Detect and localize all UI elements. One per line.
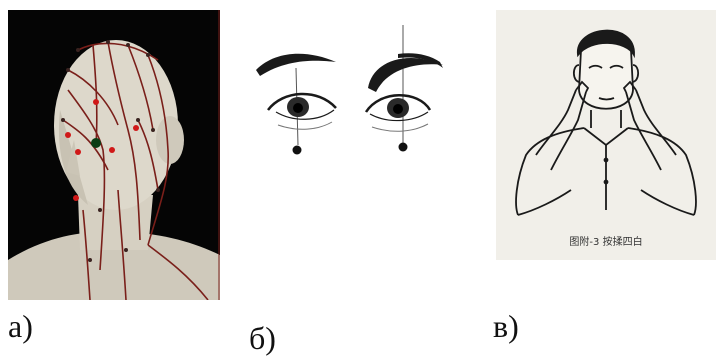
eyes-sketch-image [248,10,470,190]
acupoint-dot-right [399,143,408,152]
acupuncture-head-model-image [8,10,220,300]
caption-a: а) [8,310,33,342]
massage-illustration-image: 图附-3 按揉四白 [496,10,716,260]
eyes-illustration [248,10,470,190]
massage-figure-illustration [496,10,716,260]
head-model-illustration [8,10,220,300]
acupoint-dot-left [293,146,302,155]
acupoint-marker-green [91,138,101,148]
caption-b: б) [249,322,276,354]
figure-caption: 图附-3 按揉四白 [496,233,716,248]
caption-c: в) [493,310,519,342]
